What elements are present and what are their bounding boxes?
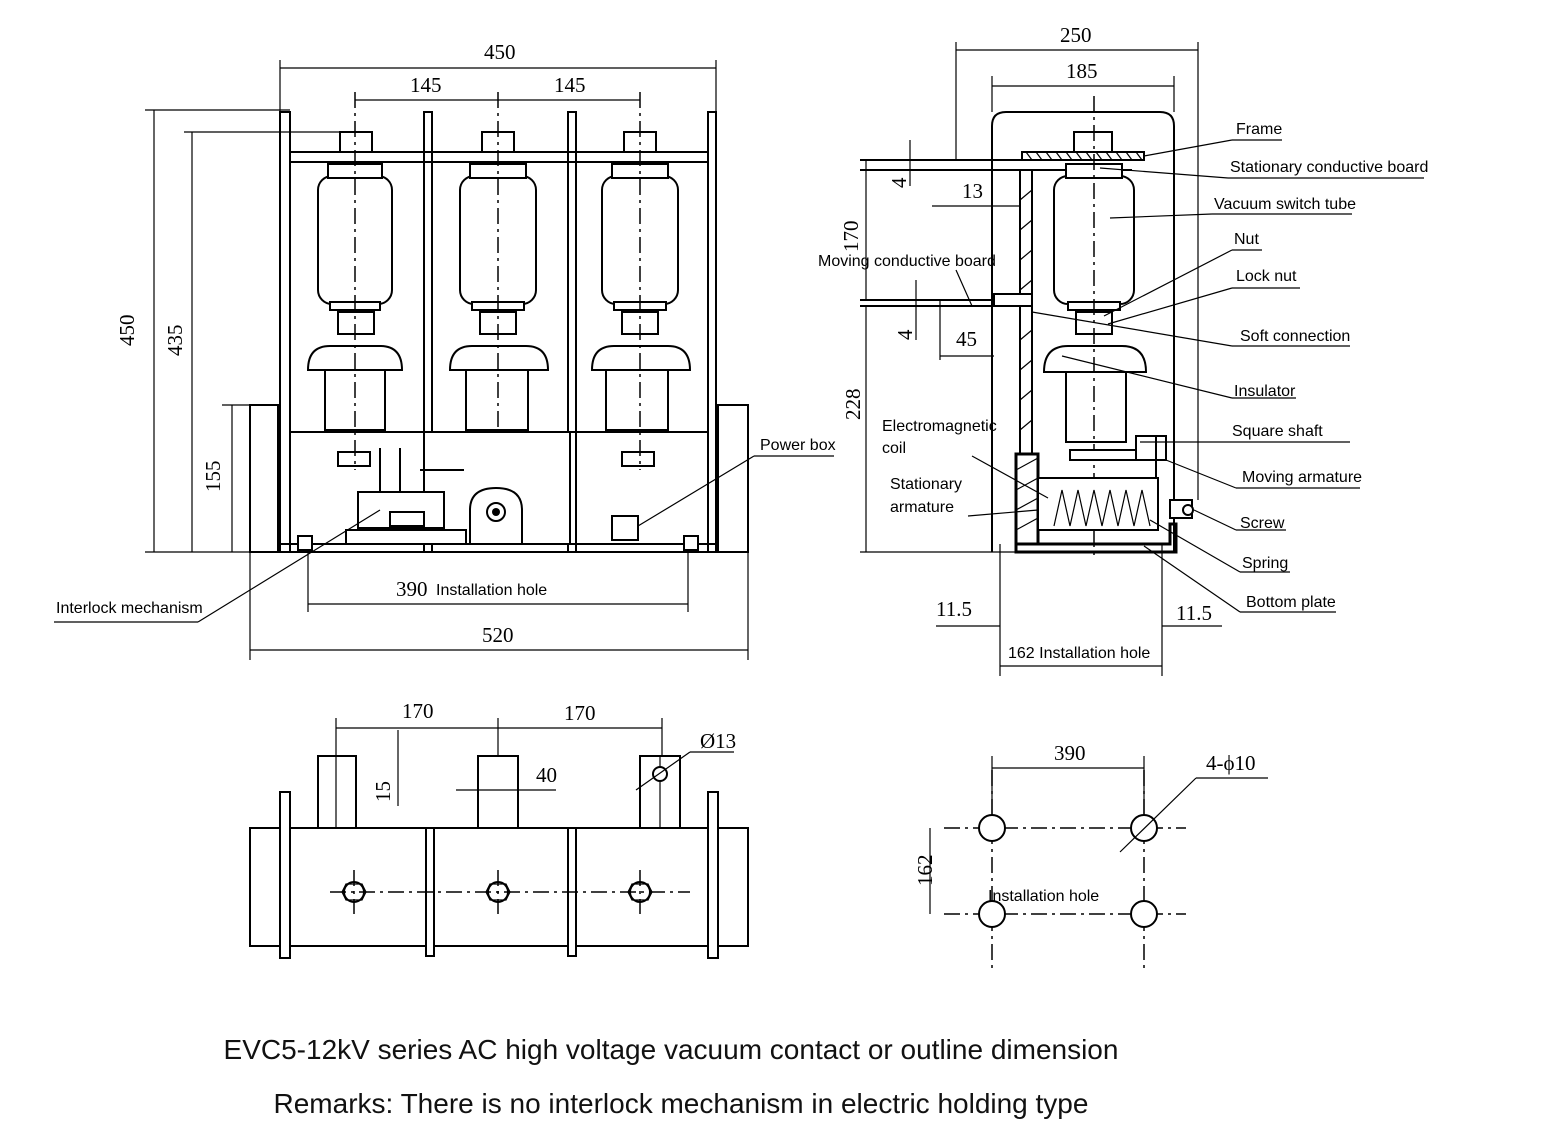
hole-plan-label: Installation hole: [988, 888, 1099, 905]
dim-height-box: 155: [201, 461, 225, 493]
hole-plan: 390 4-ϕ10 162 Installation hole: [913, 741, 1268, 970]
svg-text:Screw: Screw: [1240, 515, 1285, 532]
dim-base-width: 520: [482, 623, 514, 647]
top-view: 170 170 15 40 Ø13: [249, 699, 749, 959]
callout-soft-connection: Soft connection: [1031, 311, 1350, 347]
label-interlock-mechanism: Interlock mechanism: [56, 600, 203, 617]
caption-title: EVC5-12kV series AC high voltage vacuum …: [223, 1034, 1119, 1065]
callout-moving-armature: Moving armature: [1165, 459, 1362, 489]
svg-text:Vacuum switch tube: Vacuum switch tube: [1214, 196, 1356, 213]
dim-overall-width: 450: [484, 40, 516, 64]
callout-screw: Screw: [1193, 509, 1286, 532]
svg-text:Soft connection: Soft connection: [1240, 328, 1350, 345]
dim-plan-390: 390: [1054, 741, 1086, 765]
dim-hole-13: Ø13: [700, 729, 736, 753]
side-dimensions: 250 185 4 13 170 4 45 228 11.5 11.5: [839, 23, 1222, 676]
install-hole-bl: [978, 900, 1006, 928]
dim-side-width: 250: [1060, 23, 1092, 47]
label-em-coil-2: coil: [882, 440, 906, 457]
dim-170: 170: [839, 221, 863, 253]
side-view: 250 185 4 13 170 4 45 228 11.5 11.5: [818, 23, 1428, 676]
dim-4-top: 4: [887, 177, 911, 188]
top-dimensions: 170 170 15 40 Ø13: [335, 699, 736, 806]
callout-insulator: Insulator: [1061, 355, 1296, 400]
label-power-box: Power box: [760, 437, 836, 454]
dim-pitch-left: 145: [410, 73, 442, 97]
svg-text:Lock nut: Lock nut: [1236, 268, 1297, 285]
dim-4-holes: 4-ϕ10: [1206, 751, 1256, 775]
callout-vacuum-switch-tube: Vacuum switch tube: [1109, 196, 1356, 219]
dim-top-170-right: 170: [564, 701, 596, 725]
svg-text:Spring: Spring: [1242, 555, 1288, 572]
callout-square-shaft: Square shaft: [1140, 423, 1350, 443]
front-view: 450 145 145 450 435 155 390 Installation…: [54, 40, 836, 660]
dim-11-5-right: 11.5: [1176, 601, 1212, 625]
callout-frame: Frame: [1143, 121, 1282, 157]
caption-remark: Remarks: There is no interlock mechanism…: [273, 1088, 1089, 1119]
pole-2: [448, 92, 550, 440]
svg-text:Insulator: Insulator: [1234, 383, 1296, 400]
svg-text:Moving armature: Moving armature: [1242, 469, 1362, 486]
dim-pitch-right: 145: [554, 73, 586, 97]
dim-45: 45: [956, 327, 977, 351]
pole-1: [306, 92, 404, 470]
dim-11-5-left: 11.5: [936, 597, 972, 621]
svg-text:Nut: Nut: [1234, 231, 1259, 248]
dim-15: 15: [371, 781, 395, 802]
dim-40: 40: [536, 763, 557, 787]
dim-4-mid: 4: [893, 329, 917, 340]
front-dimensions: 450 145 145 450 435 155 390 Installation…: [115, 40, 749, 660]
callout-stationary-conductive-board: Stationary conductive board: [1099, 159, 1428, 179]
callout-bottom-plate: Bottom plate: [1143, 545, 1336, 613]
callout-lock-nut: Lock nut: [1107, 268, 1300, 325]
dim-install-hole: 390: [396, 577, 428, 601]
install-hole-label: Installation hole: [436, 582, 547, 599]
label-stationary-armature-1: Stationary: [890, 476, 962, 493]
svg-text:Stationary conductive board: Stationary conductive board: [1230, 159, 1428, 176]
pole-3: [590, 92, 692, 470]
label-stationary-armature-2: armature: [890, 499, 954, 516]
label-moving-conductive-board: Moving conductive board: [818, 253, 996, 270]
dim-162-install-hole: 162 Installation hole: [1008, 645, 1150, 662]
dim-height-frame: 435: [163, 325, 187, 357]
dim-13: 13: [962, 179, 983, 203]
install-hole-tl: [978, 814, 1006, 842]
svg-text:Bottom plate: Bottom plate: [1246, 594, 1336, 611]
callout-nut: Nut: [1103, 231, 1262, 317]
svg-text:Frame: Frame: [1236, 121, 1282, 138]
svg-text:Square shaft: Square shaft: [1232, 423, 1323, 440]
dim-plan-162: 162: [913, 855, 937, 887]
install-hole-br: [1130, 900, 1158, 928]
dim-height-overall: 450: [115, 315, 139, 347]
dim-top-170-left: 170: [402, 699, 434, 723]
dim-side-inner-width: 185: [1066, 59, 1098, 83]
label-em-coil-1: Electromagnetic: [882, 418, 997, 435]
callout-spring: Spring: [1149, 519, 1290, 573]
dim-228: 228: [841, 389, 865, 421]
